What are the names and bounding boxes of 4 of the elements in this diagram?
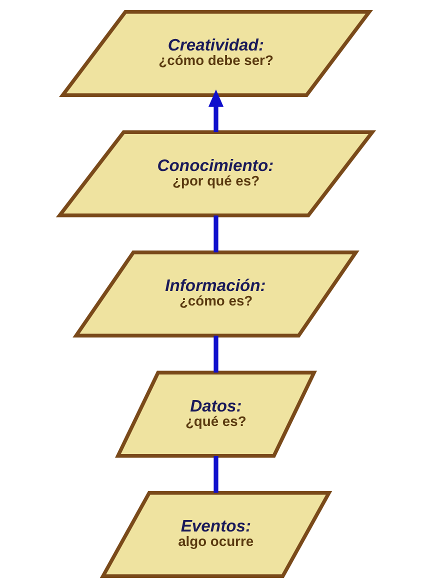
arrow	[208, 90, 224, 132]
connector	[213, 336, 218, 373]
connector	[213, 216, 218, 252]
connector	[213, 456, 218, 493]
